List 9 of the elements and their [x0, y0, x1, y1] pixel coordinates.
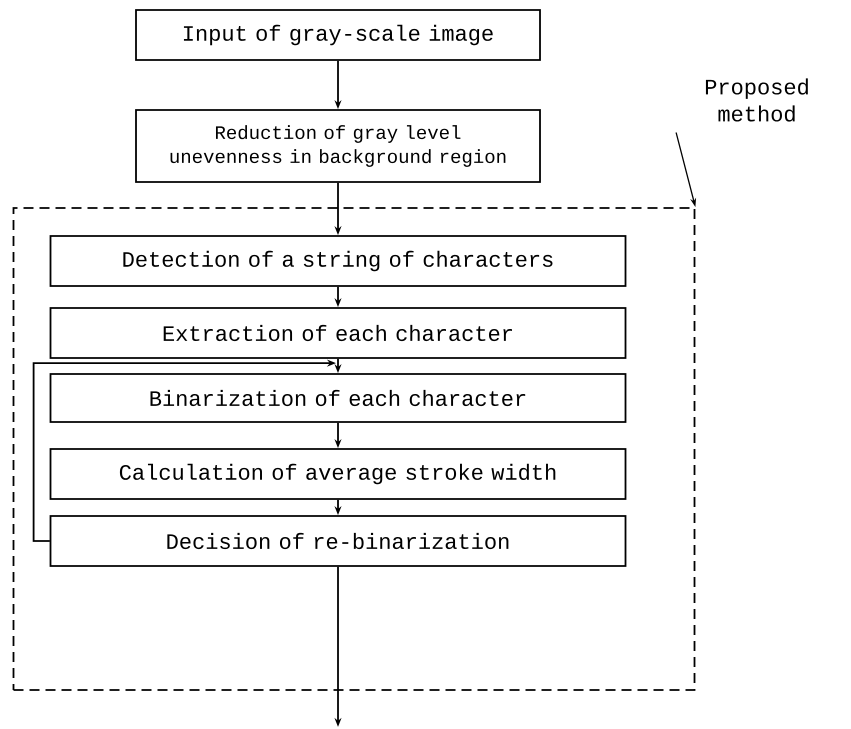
process-box: Binarization of each character: [50, 373, 626, 423]
process-box: Detection of a string of characters: [50, 235, 626, 287]
process-box: Calculation of average stroke width: [50, 448, 626, 500]
dashed-frame: [12, 207, 696, 691]
process-box: Decision of re-binarization: [50, 515, 626, 567]
process-box: Input of gray-scale image: [135, 9, 541, 61]
heading-text: Proposed method: [706, 78, 808, 122]
process-box: Extraction of each character: [50, 307, 626, 359]
process-box: Reduction of gray level unevenness in background region: [135, 109, 541, 183]
